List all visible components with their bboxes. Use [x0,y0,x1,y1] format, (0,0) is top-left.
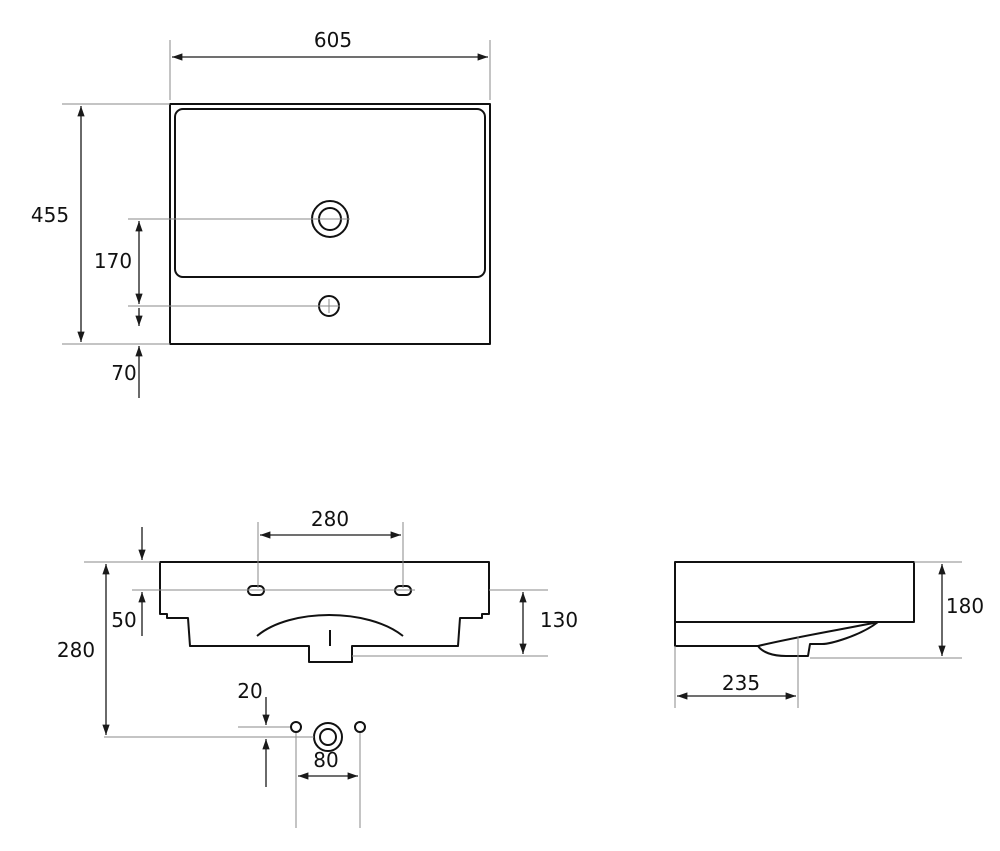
dim-label-20: 20 [237,679,262,703]
bowl-underside-curve [256,614,404,637]
side-view: 180 235 [674,561,984,708]
dim-label-235: 235 [722,671,760,695]
basin-bowl-outline [174,108,486,278]
dim-label-170: 170 [94,249,132,273]
dim-label-70: 70 [111,361,136,385]
front-view: 280 50 280 130 20 80 [57,507,578,828]
basin-side-outline [674,561,915,657]
outlet-small-hole-right [354,721,366,733]
dim-label-180: 180 [946,594,984,618]
dim-label-280-spacing: 280 [311,507,349,531]
basin-front-outline [159,561,490,663]
outlet-drain-inner [319,728,337,746]
dim-label-50: 50 [111,608,136,632]
dim-label-280-height: 280 [57,638,95,662]
outlet-small-hole-left [290,721,302,733]
dim-label-605: 605 [314,28,352,52]
dim-label-80: 80 [313,748,338,772]
basin-outer-outline [169,103,491,345]
dim-label-455: 455 [31,203,69,227]
top-view: 605 455 170 70 [31,28,491,398]
side-bowl-curve [757,621,879,647]
dim-label-130: 130 [540,608,578,632]
outlet-drain-outer [313,722,343,752]
